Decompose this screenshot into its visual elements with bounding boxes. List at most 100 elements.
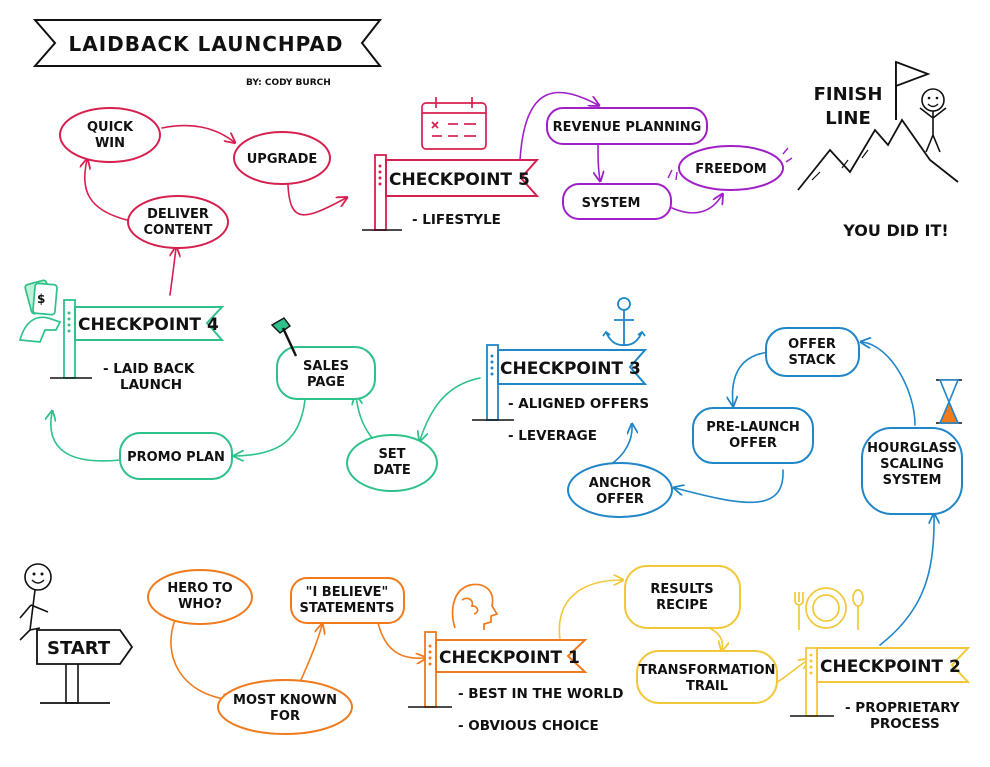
arrow-prelaunch-to-anchor bbox=[675, 469, 784, 504]
checkpoint-4-note: - LAID BACK bbox=[103, 361, 195, 377]
arrow-hero-to-known bbox=[170, 619, 232, 700]
arrow-promo-to-cp4 bbox=[51, 412, 121, 462]
checkpoint-5-label: CHECKPOINT 5 bbox=[389, 170, 530, 190]
node-system: SYSTEM bbox=[562, 183, 672, 220]
node-believe: "I BELIEVE"STATEMENTS bbox=[290, 577, 405, 624]
arrow-results-to-transformation bbox=[704, 625, 722, 650]
node-text: HERO TO bbox=[167, 581, 232, 596]
checkpoint-2-label: CHECKPOINT 2 bbox=[820, 657, 961, 677]
svg-text:"I BELIEVE"STATEMENTS: "I BELIEVE"STATEMENTS bbox=[300, 585, 395, 616]
checkpoint-1: CHECKPOINT 1 - BEST IN THE WORLD - OBVIO… bbox=[408, 631, 623, 734]
node-text: RESULTS bbox=[650, 582, 713, 597]
node-revenue: REVENUE PLANNING bbox=[546, 107, 708, 145]
node-text: RECIPE bbox=[656, 598, 708, 613]
node-text: QUICK bbox=[87, 120, 134, 135]
finish-title-line2: LINE bbox=[825, 108, 871, 129]
checkpoint-1-note: - OBVIOUS CHOICE bbox=[458, 718, 599, 734]
checkpoint-4: CHECKPOINT 4 - LAID BACK LAUNCH bbox=[50, 299, 225, 393]
arrow-quick-to-upgrade bbox=[161, 124, 234, 142]
money-hand-icon: $ bbox=[18, 279, 62, 343]
node-text: TRANSFORMATION bbox=[639, 663, 776, 678]
node-text: STATEMENTS bbox=[300, 601, 395, 616]
node-freedom: FREEDOM bbox=[667, 145, 793, 191]
node-promo-plan: PROMO PLAN bbox=[119, 432, 233, 480]
node-text: TRAIL bbox=[686, 679, 728, 694]
arrow-setdate-to-sales bbox=[356, 396, 373, 439]
node-text: OFFER bbox=[596, 492, 644, 507]
hammer-icon bbox=[270, 317, 298, 357]
node-text: FREEDOM bbox=[695, 162, 766, 177]
finish-cheer: YOU DID IT! bbox=[842, 221, 948, 240]
arrow-stack-to-prelaunch bbox=[732, 351, 771, 405]
node-text: PROMO PLAN bbox=[127, 450, 225, 465]
checkpoint-5-note: - LIFESTYLE bbox=[412, 212, 501, 228]
arrow-cp3-to-setdate bbox=[420, 377, 481, 440]
node-text: SYSTEM bbox=[582, 196, 641, 211]
node-text: OFFER bbox=[788, 337, 836, 352]
start-sign: START bbox=[19, 563, 134, 704]
arrow-hourglass-to-stack bbox=[862, 342, 916, 426]
head-icon bbox=[451, 583, 499, 630]
arrow-cp1-to-results bbox=[558, 580, 622, 641]
arrow-cp4-to-deliver bbox=[169, 248, 176, 296]
dinner-plate-icon bbox=[794, 587, 864, 630]
checkpoint-2-note: - PROPRIETARY bbox=[845, 700, 960, 716]
calendar-icon bbox=[421, 97, 487, 150]
checkpoint-3: CHECKPOINT 3 - ALIGNED OFFERS - LEVERAGE bbox=[472, 344, 649, 444]
node-text: DELIVER bbox=[147, 207, 209, 222]
hourglass-icon bbox=[936, 379, 962, 424]
finish-line: FINISH LINE YOU DID IT! bbox=[797, 60, 959, 240]
arrow-anchor-to-cp3 bbox=[609, 425, 632, 466]
anchor-icon bbox=[602, 297, 646, 346]
arrow-cp5-to-revenue bbox=[519, 91, 598, 161]
arrow-system-to-freedom bbox=[671, 195, 722, 214]
arrow-believe-to-cp1 bbox=[377, 622, 425, 658]
node-text: CONTENT bbox=[144, 223, 213, 238]
node-text: SET bbox=[378, 447, 405, 462]
checkpoint-1-note: - BEST IN THE WORLD bbox=[458, 686, 623, 702]
node-text: OFFER bbox=[729, 436, 777, 451]
node-text: "I BELIEVE" bbox=[306, 585, 389, 600]
node-text: WHO? bbox=[178, 597, 222, 612]
node-text: REVENUE PLANNING bbox=[553, 120, 702, 135]
node-upgrade: UPGRADE bbox=[233, 131, 331, 185]
start-label: START bbox=[47, 638, 111, 659]
node-text: MOST KNOWN bbox=[233, 693, 337, 708]
arrow-upgrade-to-cp5 bbox=[287, 184, 346, 216]
checkpoint-5: CHECKPOINT 5 - LIFESTYLE bbox=[362, 154, 540, 231]
node-text: FOR bbox=[270, 709, 300, 724]
checkpoint-3-note: - LEVERAGE bbox=[508, 428, 597, 444]
checkpoint-4-note: LAUNCH bbox=[120, 377, 182, 393]
checkpoint-1-label: CHECKPOINT 1 bbox=[439, 648, 580, 668]
page-title: LAIDBACK LAUNCHPAD bbox=[68, 32, 343, 56]
node-text: SALES bbox=[303, 359, 349, 374]
node-text: PAGE bbox=[307, 375, 345, 390]
node-text: SYSTEM bbox=[883, 473, 942, 488]
checkpoint-2: CHECKPOINT 2 - PROPRIETARY PROCESS bbox=[790, 647, 971, 732]
node-text: SCALING bbox=[880, 457, 944, 472]
node-text: DATE bbox=[373, 463, 411, 478]
node-text: WIN bbox=[95, 136, 125, 151]
checkpoint-3-label: CHECKPOINT 3 bbox=[500, 359, 641, 379]
